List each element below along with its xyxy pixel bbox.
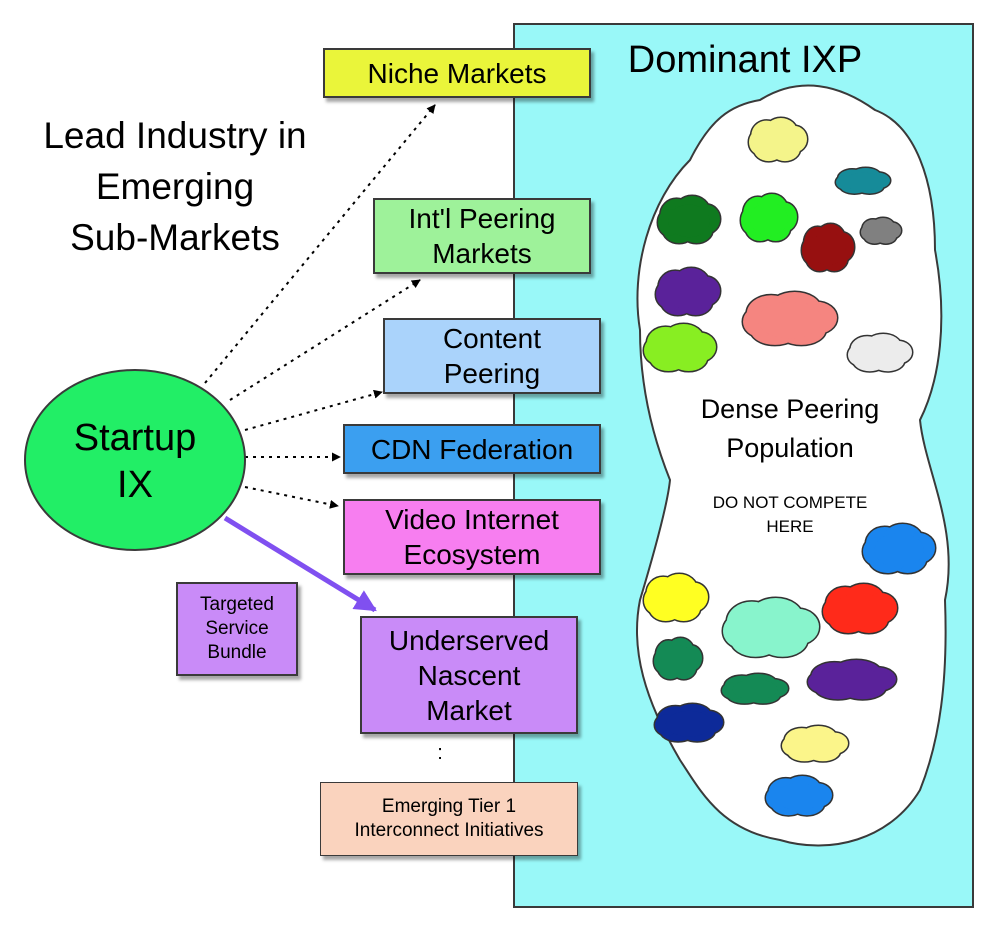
video-internet-ecosystem-box: Video Internet Ecosystem: [343, 499, 601, 575]
niche-markets-box: Niche Markets: [323, 48, 591, 98]
underserved-nascent-market-box: Underserved Nascent Market: [360, 616, 578, 734]
dense-peering-label: Dense Peering Population: [700, 394, 880, 463]
peer-cloud: [821, 582, 899, 635]
content-peering-box: Content Peering: [383, 318, 601, 394]
arrow-to-intl: [229, 279, 421, 401]
peer-cloud: [654, 266, 722, 317]
dense-peering-cloud: [635, 84, 950, 847]
targeted-service-bundle-box: Targeted Service Bundle: [176, 582, 298, 676]
peer-cloud: [806, 658, 898, 701]
peer-cloud: [720, 672, 790, 705]
peer-cloud: [834, 166, 892, 195]
peer-cloud: [764, 774, 834, 817]
peer-cloud: [656, 194, 722, 245]
peer-cloud: [642, 322, 718, 373]
cdn-federation-box: CDN Federation: [343, 424, 601, 474]
startup-ix-node: [24, 369, 246, 551]
peer-cloud: [780, 724, 850, 763]
emerging-tier1-box: Emerging Tier 1 Interconnect Initiatives: [320, 782, 578, 856]
peer-cloud: [741, 290, 839, 347]
ellipsis-marker: :: [437, 742, 443, 764]
peer-cloud: [861, 522, 937, 575]
lead-industry-heading: Lead Industry in Emerging Sub-Markets: [43, 115, 307, 258]
do-not-compete-label: DO NOT COMPETE HERE: [712, 493, 868, 536]
arrow-to-underserved: [223, 515, 377, 613]
intl-peering-markets-box: Int'l Peering Markets: [373, 198, 591, 274]
peer-cloud: [846, 332, 914, 373]
peer-cloud: [721, 596, 821, 659]
startup-ix-label: Startup IX: [73, 417, 197, 506]
dominant-ixp-title: Dominant IXP: [627, 39, 863, 81]
arrow-to-video: [244, 486, 339, 509]
peer-cloud: [653, 702, 725, 743]
peer-cloud: [800, 222, 856, 273]
peer-clouds: [642, 116, 937, 817]
peer-cloud: [642, 572, 710, 623]
peer-cloud: [747, 116, 809, 163]
peer-cloud: [739, 192, 799, 243]
peer-cloud: [652, 636, 704, 681]
peer-cloud: [859, 216, 903, 245]
